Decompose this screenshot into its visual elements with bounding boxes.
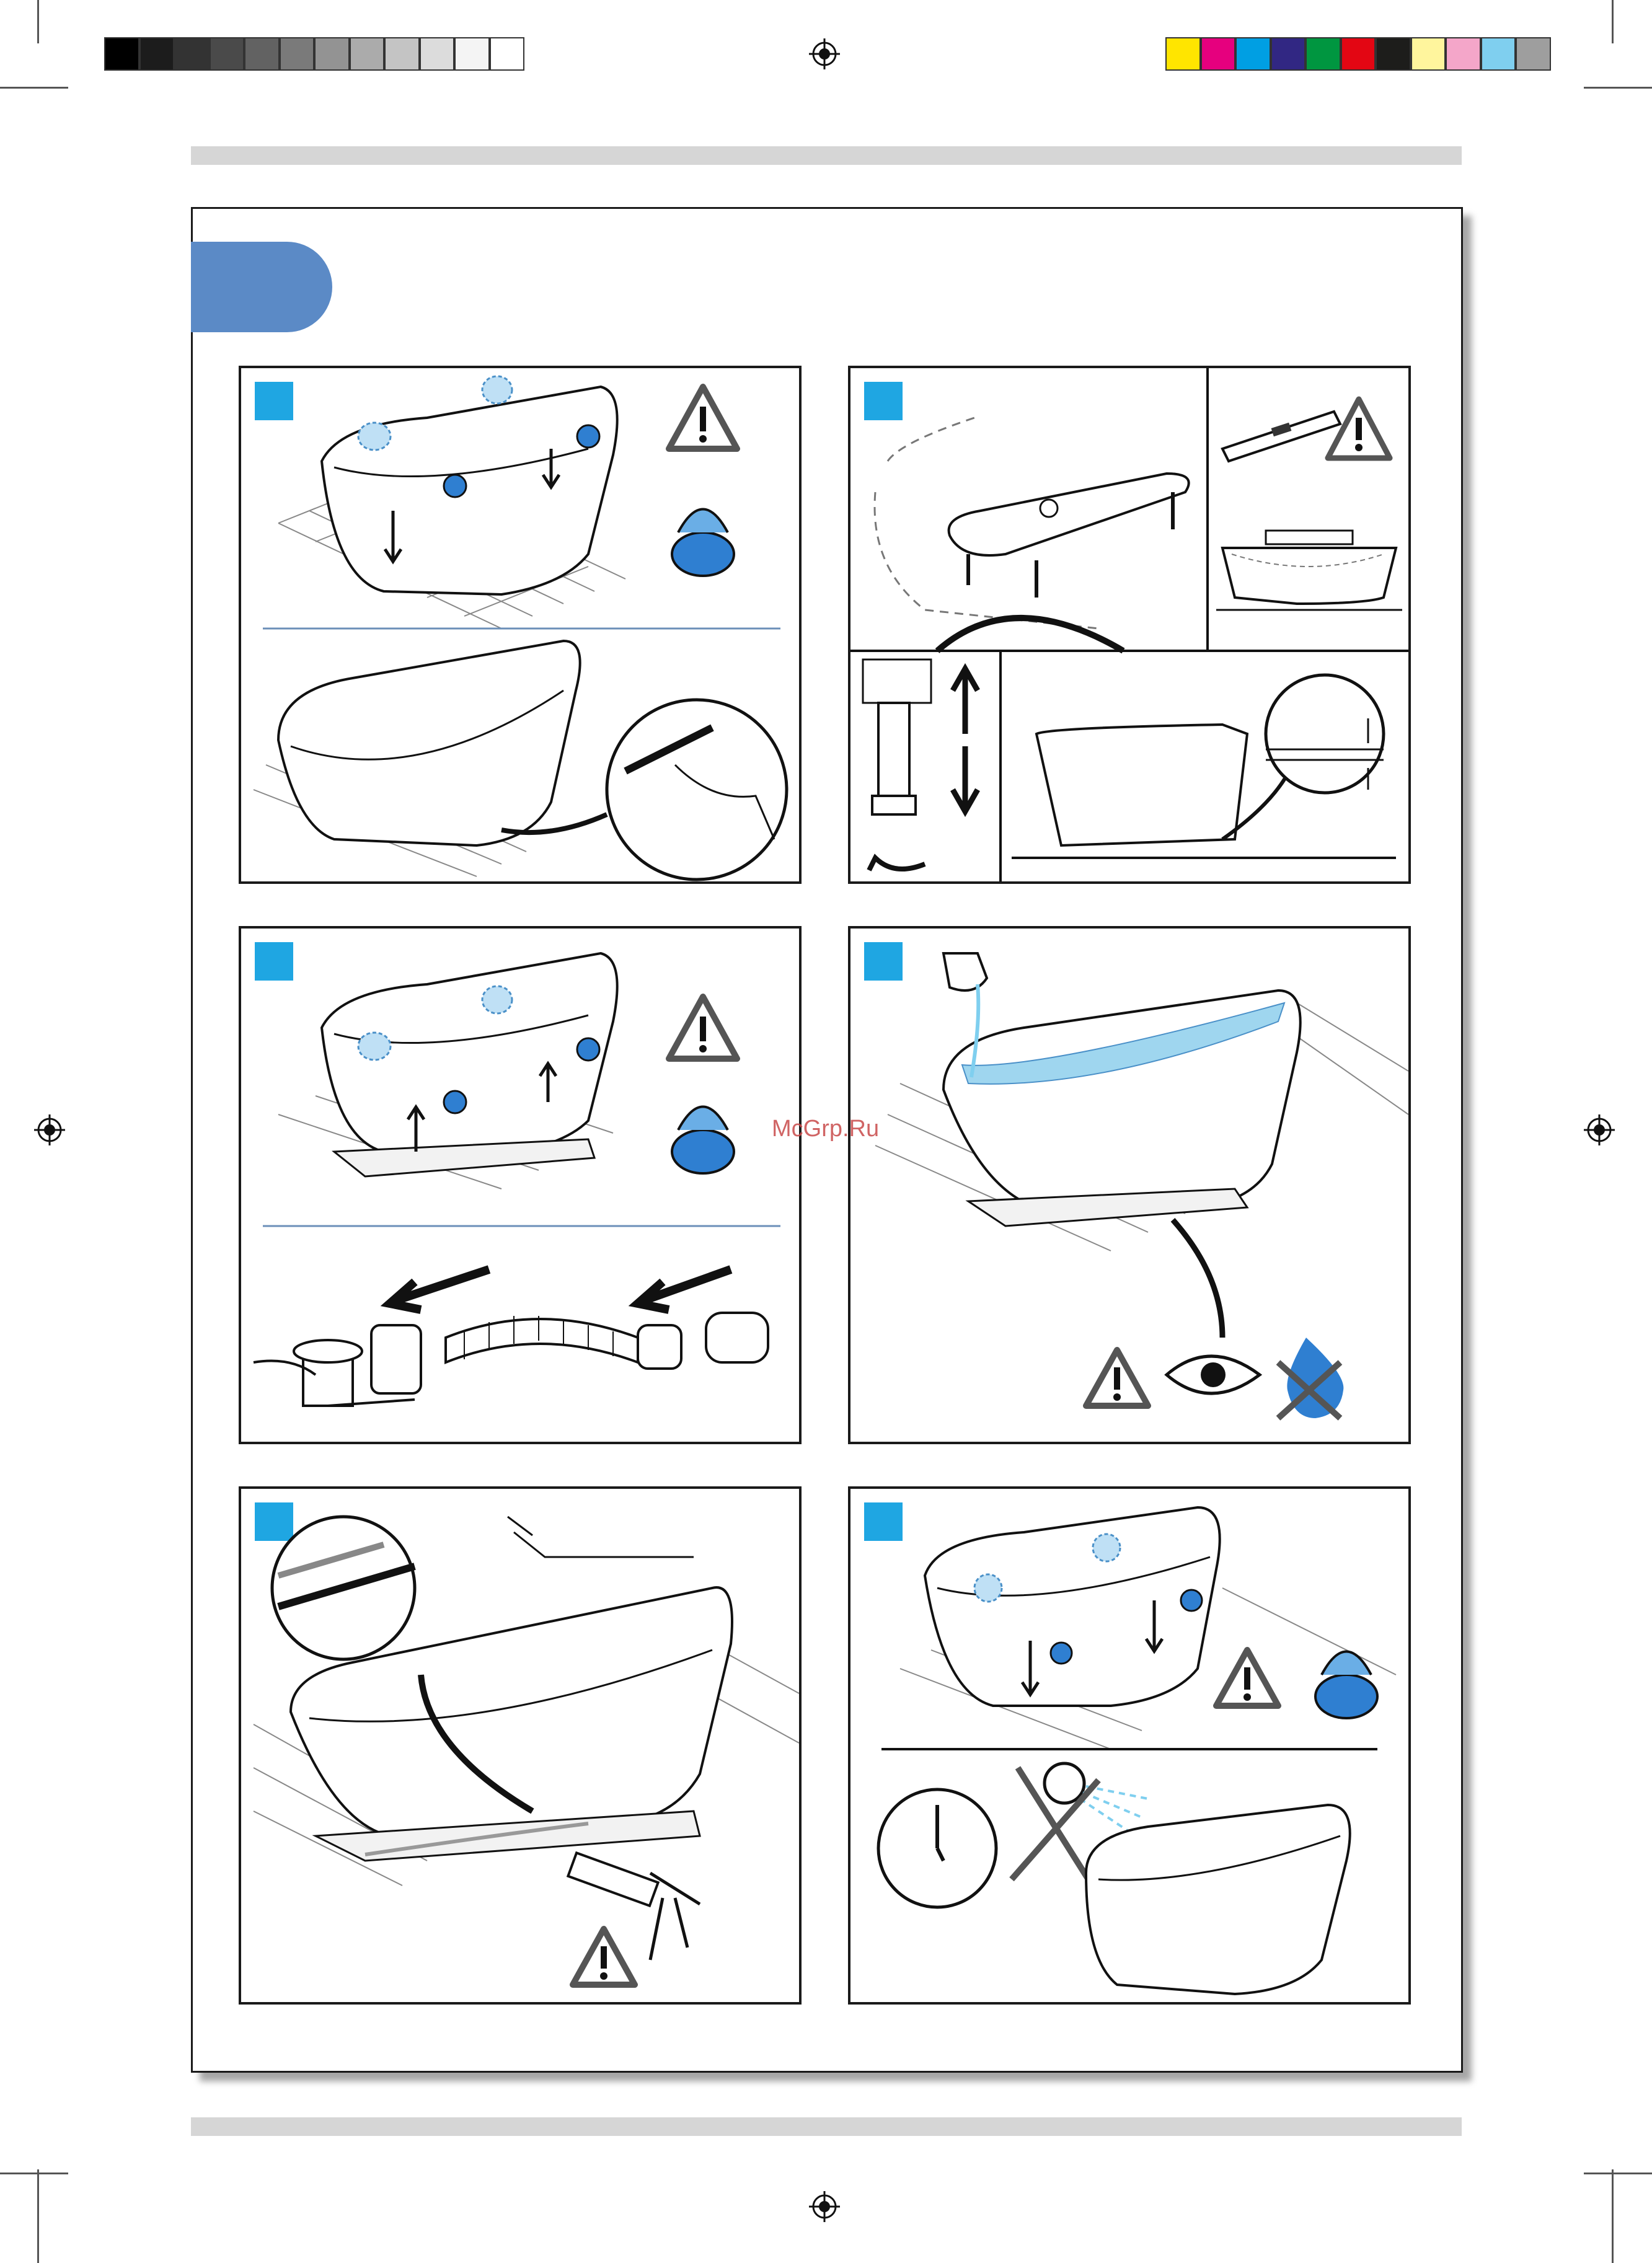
warning-icon bbox=[1086, 1350, 1148, 1406]
color-swatch bbox=[1516, 37, 1551, 71]
suction-cup-icon bbox=[1315, 1652, 1377, 1719]
color-swatch bbox=[280, 37, 315, 71]
color-swatch bbox=[139, 37, 175, 71]
color-swatch bbox=[1341, 37, 1376, 71]
spirit-level-icon bbox=[1222, 412, 1340, 461]
crop-mark bbox=[1584, 2173, 1652, 2174]
color-swatch bbox=[1201, 37, 1236, 71]
panel-3 bbox=[239, 926, 802, 1444]
color-swatch bbox=[420, 37, 455, 71]
crop-mark bbox=[1612, 2169, 1614, 2263]
panel-6 bbox=[848, 1486, 1411, 2005]
sealing-illustration bbox=[241, 1489, 802, 2005]
water-test-illustration bbox=[850, 929, 1411, 1444]
registration-mark-icon bbox=[34, 1114, 65, 1145]
color-swatch bbox=[244, 37, 280, 71]
color-swatch bbox=[454, 37, 490, 71]
color-swatch bbox=[1305, 37, 1341, 71]
warning-icon bbox=[669, 997, 737, 1059]
color-swatch bbox=[210, 37, 245, 71]
no-water-icon bbox=[1278, 1338, 1343, 1418]
registration-mark-icon bbox=[809, 2191, 840, 2222]
registration-mark-icon bbox=[809, 38, 840, 69]
color-swatch bbox=[1411, 37, 1446, 71]
bathtub-positioning-illustration bbox=[241, 368, 802, 884]
panel-4 bbox=[848, 926, 1411, 1444]
color-swatch bbox=[1376, 37, 1411, 71]
sealant-gun-icon bbox=[568, 1853, 700, 1960]
panel-5 bbox=[239, 1486, 802, 2005]
color-swatch bbox=[174, 37, 210, 71]
color-swatch bbox=[314, 37, 350, 71]
panel-1 bbox=[239, 366, 802, 884]
curing-illustration bbox=[850, 1489, 1411, 2005]
color-swatch bbox=[350, 37, 385, 71]
warning-icon bbox=[1328, 399, 1390, 458]
panel-2 bbox=[848, 366, 1411, 884]
warning-icon bbox=[573, 1929, 635, 1985]
watermark: McGrp.Ru bbox=[772, 1116, 879, 1142]
color-swatch bbox=[1235, 37, 1271, 71]
warning-icon bbox=[669, 387, 737, 449]
color-swatch bbox=[1481, 37, 1516, 71]
leveling-illustration bbox=[850, 368, 1411, 884]
crop-mark bbox=[1612, 0, 1614, 43]
crop-mark bbox=[37, 0, 39, 43]
top-divider-bar bbox=[191, 146, 1462, 165]
section-tab bbox=[191, 242, 332, 332]
color-swatch bbox=[1165, 37, 1201, 71]
clock-icon bbox=[878, 1789, 996, 1907]
suction-cup-icon bbox=[672, 1107, 734, 1174]
crop-mark bbox=[1584, 87, 1652, 89]
bottom-divider-bar bbox=[191, 2117, 1462, 2136]
drain-connection-illustration bbox=[241, 929, 802, 1444]
eye-icon bbox=[1167, 1356, 1260, 1393]
color-swatch bbox=[384, 37, 420, 71]
registration-mark-icon bbox=[1584, 1114, 1615, 1145]
color-swatch bbox=[490, 37, 525, 71]
color-swatch bbox=[1446, 37, 1481, 71]
crop-mark bbox=[0, 2173, 68, 2174]
crop-mark bbox=[37, 2169, 39, 2263]
suction-cup-icon bbox=[672, 510, 734, 576]
color-swatch bbox=[104, 37, 139, 71]
color-swatch bbox=[1271, 37, 1306, 71]
warning-icon bbox=[1216, 1650, 1278, 1706]
crop-mark bbox=[0, 87, 68, 89]
